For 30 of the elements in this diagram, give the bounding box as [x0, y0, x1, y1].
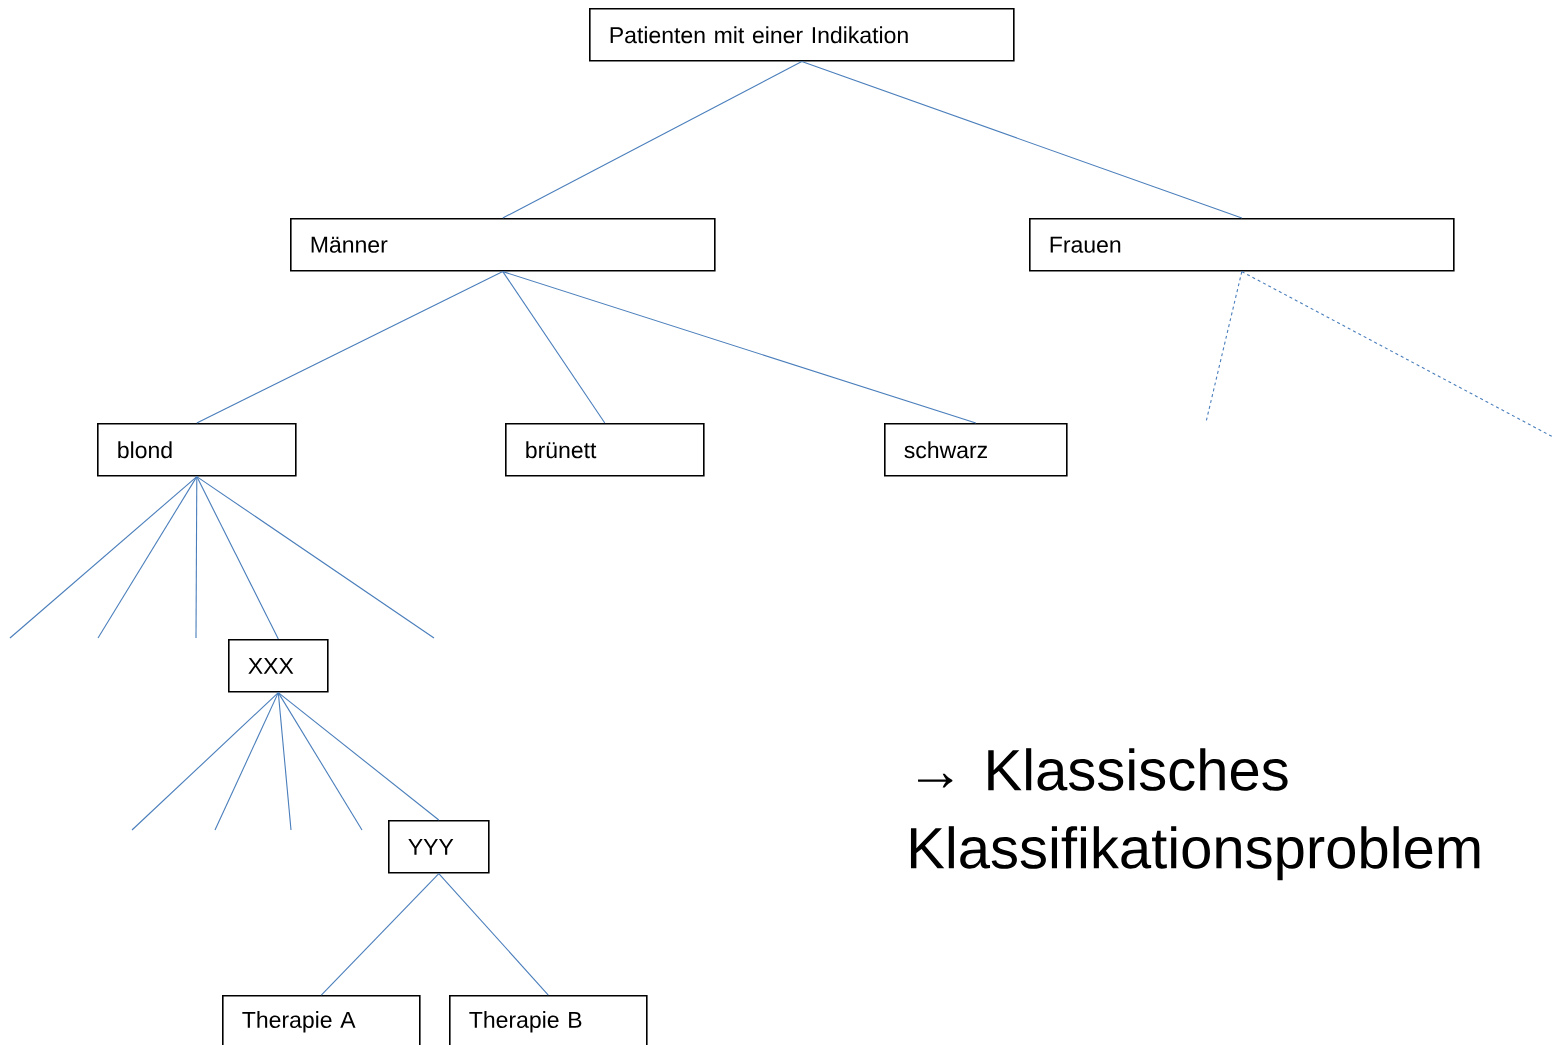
branch-line: [196, 271, 504, 424]
branch-line: [195, 476, 198, 639]
branch-line: [502, 271, 977, 424]
branch-line: [320, 873, 440, 996]
tree-box: YYY: [388, 820, 490, 874]
tree-box: Therapie B: [449, 995, 648, 1045]
tree-box: XXX: [228, 639, 329, 693]
branch-line: [1241, 271, 1554, 438]
tree-box: Therapie A: [222, 995, 421, 1045]
branch-line: [801, 61, 1243, 219]
branch-line: [438, 873, 549, 996]
branch-line: [196, 476, 435, 639]
branch-line: [131, 692, 279, 831]
branch-line: [214, 692, 279, 831]
tree-box: Männer: [290, 218, 716, 272]
branch-line: [502, 61, 803, 219]
tree-box: Frauen: [1029, 218, 1455, 272]
branch-line: [277, 692, 440, 821]
branch-line: [277, 692, 292, 831]
branch-line: [196, 476, 279, 640]
branch-line: [97, 476, 198, 639]
branch-line: [502, 271, 606, 424]
branch-line: [1205, 271, 1243, 423]
branch-line: [9, 476, 198, 639]
conclusion-text: → Klassisches Klassifikationsproblem: [910, 748, 1480, 881]
branch-line: [277, 692, 363, 831]
tree-box: brünett: [505, 423, 705, 477]
tree-box: schwarz: [884, 423, 1068, 477]
tree-box: Patienten mit einer Indikation: [589, 8, 1015, 62]
tree-box: blond: [97, 423, 297, 477]
